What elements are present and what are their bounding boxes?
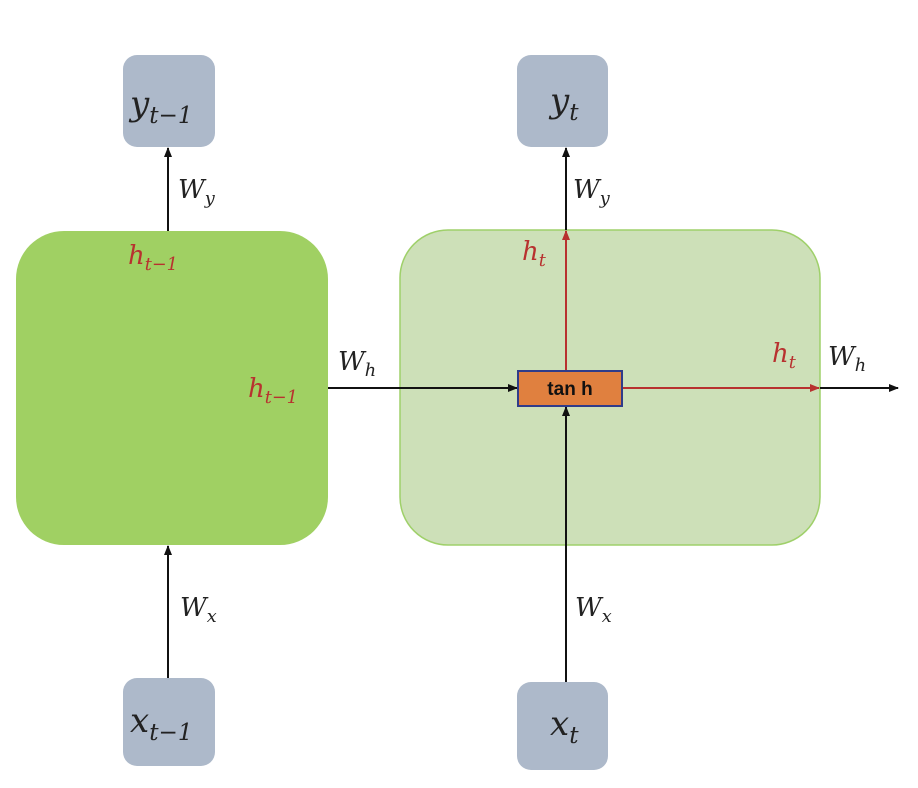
wy-right-label: Wy <box>573 175 611 209</box>
y-prev-label: yt−1 <box>128 84 193 129</box>
tanh-box <box>517 370 623 407</box>
wx-right-label: Wx <box>575 593 612 627</box>
input-cur-box <box>517 682 608 770</box>
x-prev-label: xt−1 <box>130 701 193 746</box>
tanh-label: tan h <box>547 379 592 400</box>
output-cur-box <box>517 55 608 147</box>
h-cur-top-label: ht <box>522 237 547 271</box>
wh-right-label: Wh <box>828 342 866 376</box>
wh-mid-label: Wh <box>338 347 376 381</box>
previous-cell <box>16 231 328 545</box>
input-prev-box <box>123 678 215 766</box>
output-prev-box <box>123 55 215 147</box>
x-cur-label: xt <box>550 704 579 749</box>
h-cur-right-label: ht <box>772 339 797 373</box>
y-cur-label: yt <box>548 81 579 126</box>
h-prev-right-label: ht−1 <box>248 374 298 408</box>
wx-left-label: Wx <box>180 593 217 627</box>
h-prev-top-label: ht−1 <box>128 241 178 275</box>
wy-left-label: Wy <box>178 175 216 209</box>
